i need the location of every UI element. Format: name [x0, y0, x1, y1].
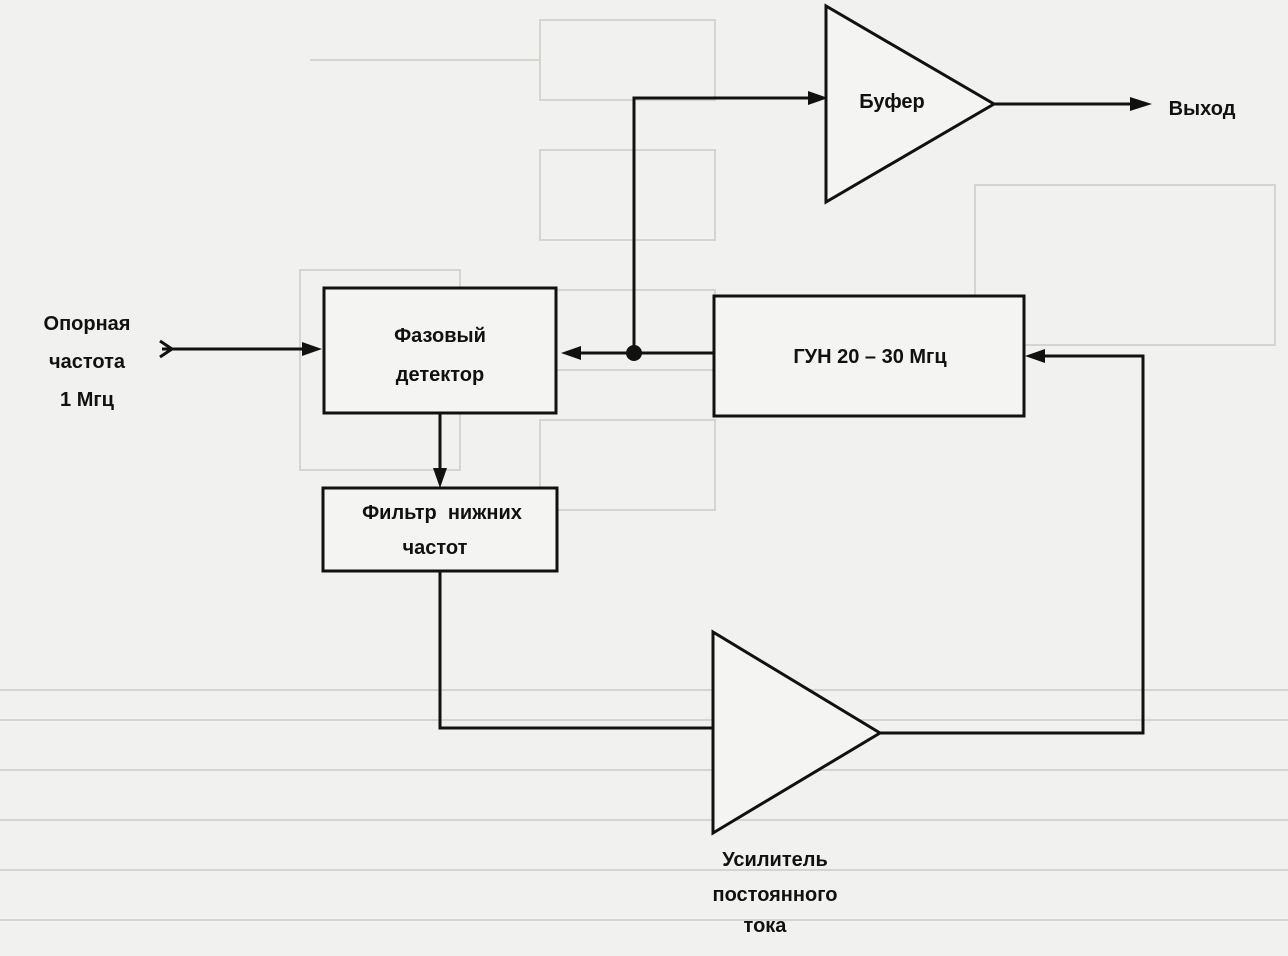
vco-block: ГУН 20 – 30 Мгц	[712, 294, 1026, 418]
connections	[159, 91, 1152, 735]
low-pass-filter-label-line2: частот	[403, 537, 468, 559]
dc-amplifier-symbol	[711, 629, 883, 836]
dc-amplifier-label-line2: постоянного	[713, 884, 838, 906]
input-label: Опорная частота 1 Мгц	[44, 313, 131, 411]
bleed-through-background	[0, 19, 1288, 921]
phase-detector-block: Фазовый детектор	[322, 286, 558, 415]
low-pass-filter-block: Фильтр нижних частот	[321, 486, 559, 573]
dc-amplifier-label-line1: Усилитель	[722, 849, 828, 871]
amplifier-to-vco-wire	[880, 354, 1145, 735]
dc-amplifier-block: Усилитель постоянного тока	[711, 629, 883, 937]
input-label-line1: Опорная	[44, 313, 131, 335]
low-pass-filter-box	[321, 486, 559, 573]
low-pass-filter-label-line1: Фильтр нижних	[362, 502, 522, 524]
filter-to-amplifier-wire	[438, 571, 713, 730]
input-arrowhead	[302, 342, 322, 356]
phase-detector-label-line2: детектор	[396, 364, 484, 386]
output-label: Выход	[1169, 98, 1236, 120]
vco-box	[712, 294, 1026, 418]
buffer-block: Буфер	[824, 3, 997, 205]
buffer-input-arrowhead	[808, 91, 828, 105]
output-arrowhead	[1130, 97, 1152, 111]
buffer-amplifier-symbol	[824, 3, 997, 205]
input-label-line3: 1 Мгц	[60, 389, 115, 411]
phase-detector-box	[322, 286, 558, 415]
filter-arrowhead	[433, 468, 447, 488]
buffer-label: Буфер	[859, 91, 925, 113]
phase-detector-label-line1: Фазовый	[394, 325, 486, 347]
vco-label: ГУН 20 – 30 Мгц	[793, 346, 947, 368]
detector-arrowhead	[561, 346, 581, 360]
vco-input-arrowhead	[1025, 349, 1045, 363]
input-tail-icon	[159, 339, 175, 359]
input-label-line2: частота	[49, 351, 126, 373]
branch-to-buffer-wire	[632, 96, 810, 353]
dc-amplifier-label-line3: тока	[744, 915, 788, 937]
